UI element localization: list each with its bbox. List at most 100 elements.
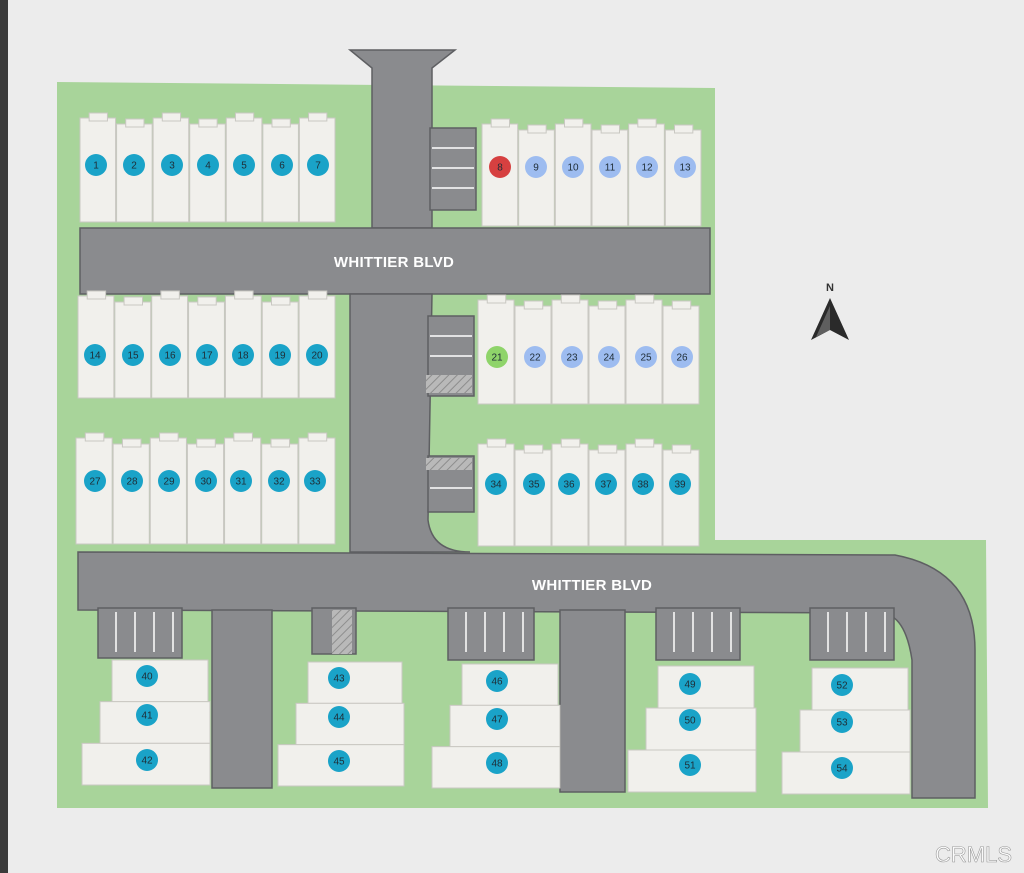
lot-marker[interactable]: 46 <box>486 670 508 692</box>
lot-marker-dot <box>632 473 654 495</box>
lot-marker-dot <box>524 346 546 368</box>
building-unit <box>514 449 552 547</box>
building-unit-bump <box>161 112 182 122</box>
lot-marker[interactable]: 30 <box>195 470 217 492</box>
lot-marker[interactable]: 24 <box>598 346 620 368</box>
aisle-2 <box>559 609 626 793</box>
building-unit-bump <box>88 112 108 122</box>
lot-marker[interactable]: 17 <box>196 344 218 366</box>
lot-marker[interactable]: 42 <box>136 749 158 771</box>
lot-number: 53 <box>836 718 848 729</box>
lot-marker-dot <box>486 346 508 368</box>
building-unit <box>307 661 403 704</box>
lot-marker[interactable]: 31 <box>230 470 252 492</box>
lot-marker-dot <box>306 344 328 366</box>
lot-marker[interactable]: 52 <box>831 674 853 696</box>
lot-marker[interactable]: 25 <box>635 346 657 368</box>
lot-marker[interactable]: 35 <box>523 473 545 495</box>
lot-number: 14 <box>89 351 101 362</box>
lot-marker-dot <box>195 470 217 492</box>
building-unit <box>477 443 515 547</box>
lot-marker[interactable]: 29 <box>158 470 180 492</box>
lot-number: 6 <box>279 161 285 172</box>
parking-side-1 <box>429 127 477 211</box>
lot-marker[interactable]: 36 <box>558 473 580 495</box>
lot-marker[interactable]: 19 <box>269 344 291 366</box>
lot-marker[interactable]: 4 <box>197 154 219 176</box>
lot-marker[interactable]: 34 <box>485 473 507 495</box>
lot-marker[interactable]: 2 <box>123 154 145 176</box>
lot-marker[interactable]: 10 <box>562 156 584 178</box>
lot-marker[interactable]: 8 <box>489 156 511 178</box>
lot-number: 40 <box>141 672 153 683</box>
lot-marker[interactable]: 21 <box>486 346 508 368</box>
lot-marker[interactable]: 47 <box>486 708 508 730</box>
lot-number: 33 <box>309 477 321 488</box>
lot-marker[interactable]: 40 <box>136 665 158 687</box>
lot-number: 41 <box>141 711 153 722</box>
lot-marker[interactable]: 43 <box>328 667 350 689</box>
lot-marker[interactable]: 6 <box>271 154 293 176</box>
lot-marker[interactable]: 14 <box>84 344 106 366</box>
lot-marker[interactable]: 44 <box>328 706 350 728</box>
lot-marker-dot <box>161 154 183 176</box>
lot-marker[interactable]: 49 <box>679 673 701 695</box>
lot-marker[interactable]: 12 <box>636 156 658 178</box>
building-unit-bump <box>271 296 291 306</box>
lot-marker[interactable]: 23 <box>561 346 583 368</box>
building-unit <box>645 707 757 751</box>
lot-marker[interactable]: 3 <box>161 154 183 176</box>
building-unit-bump <box>560 294 581 304</box>
lot-marker-dot <box>122 344 144 366</box>
hatched-area-3 <box>332 610 352 654</box>
building-unit-bump <box>637 118 657 128</box>
building-unit <box>551 443 589 547</box>
building-unit <box>111 659 209 703</box>
lot-marker-dot <box>196 344 218 366</box>
lot-marker[interactable]: 51 <box>679 754 701 776</box>
lot-marker[interactable]: 26 <box>671 346 693 368</box>
building-unit <box>75 437 113 545</box>
lot-marker[interactable]: 48 <box>486 752 508 774</box>
lot-number: 47 <box>491 715 503 726</box>
lot-marker[interactable]: 9 <box>525 156 547 178</box>
lot-marker[interactable]: 45 <box>328 750 350 772</box>
lot-marker-dot <box>84 470 106 492</box>
building-unit-bump <box>671 300 692 310</box>
lot-marker[interactable]: 28 <box>121 470 143 492</box>
building-unit-bump <box>486 294 507 304</box>
parking-pocket-4 <box>655 607 741 661</box>
lot-marker[interactable]: 1 <box>85 154 107 176</box>
lot-marker[interactable]: 39 <box>669 473 691 495</box>
lot-number: 22 <box>529 353 541 364</box>
lot-marker[interactable]: 13 <box>674 156 696 178</box>
building-unit <box>591 129 629 227</box>
lot-marker[interactable]: 5 <box>233 154 255 176</box>
lot-marker-dot <box>669 473 691 495</box>
lot-marker[interactable]: 18 <box>232 344 254 366</box>
lot-marker[interactable]: 38 <box>632 473 654 495</box>
lot-marker[interactable]: 16 <box>159 344 181 366</box>
lot-marker[interactable]: 11 <box>599 156 621 178</box>
lot-number: 31 <box>235 477 247 488</box>
lot-marker[interactable]: 32 <box>268 470 290 492</box>
lot-number: 26 <box>676 353 688 364</box>
lot-number: 51 <box>684 761 696 772</box>
lot-marker[interactable]: 54 <box>831 757 853 779</box>
lot-marker[interactable]: 27 <box>84 470 106 492</box>
lot-marker[interactable]: 41 <box>136 704 158 726</box>
lot-marker[interactable]: 20 <box>306 344 328 366</box>
lot-marker[interactable]: 33 <box>304 470 326 492</box>
building-unit-bump <box>527 124 547 134</box>
lot-marker[interactable]: 37 <box>595 473 617 495</box>
lot-marker[interactable]: 53 <box>831 711 853 733</box>
lot-marker[interactable]: 15 <box>122 344 144 366</box>
lot-number: 8 <box>497 163 503 174</box>
lot-marker[interactable]: 7 <box>307 154 329 176</box>
lot-marker-dot <box>136 704 158 726</box>
lot-marker[interactable]: 22 <box>524 346 546 368</box>
building-unit-bump <box>634 294 655 304</box>
lot-marker[interactable]: 50 <box>679 709 701 731</box>
lot-number: 18 <box>237 351 249 362</box>
